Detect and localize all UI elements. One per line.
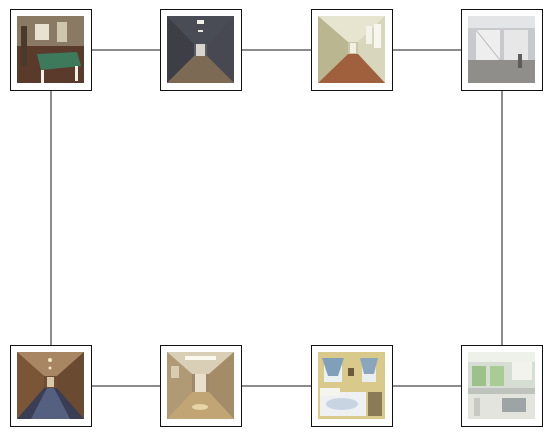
connector-line xyxy=(393,385,461,387)
room-with-table-photo[interactable] xyxy=(10,9,92,91)
bright-corridor-image xyxy=(318,16,385,83)
connector-line xyxy=(50,91,52,345)
empty-room-photo[interactable] xyxy=(461,9,543,91)
room-with-table-image xyxy=(17,16,84,83)
carpeted-corridor-image xyxy=(17,352,84,419)
connector-line xyxy=(393,49,461,51)
connector-line xyxy=(242,385,311,387)
connector-line xyxy=(92,385,160,387)
lit-corridor-photo[interactable] xyxy=(160,345,242,427)
connector-line xyxy=(242,49,311,51)
bedroom-image xyxy=(318,352,385,419)
kitchen-image xyxy=(468,352,535,419)
empty-room-image xyxy=(468,16,535,83)
bright-corridor-photo[interactable] xyxy=(311,9,393,91)
carpeted-corridor-photo[interactable] xyxy=(10,345,92,427)
connector-line xyxy=(92,49,160,51)
lit-corridor-image xyxy=(167,352,234,419)
dark-corridor-image xyxy=(167,16,234,83)
kitchen-photo[interactable] xyxy=(461,345,543,427)
dark-corridor-photo[interactable] xyxy=(160,9,242,91)
connector-line xyxy=(501,91,503,345)
bedroom-photo[interactable] xyxy=(311,345,393,427)
